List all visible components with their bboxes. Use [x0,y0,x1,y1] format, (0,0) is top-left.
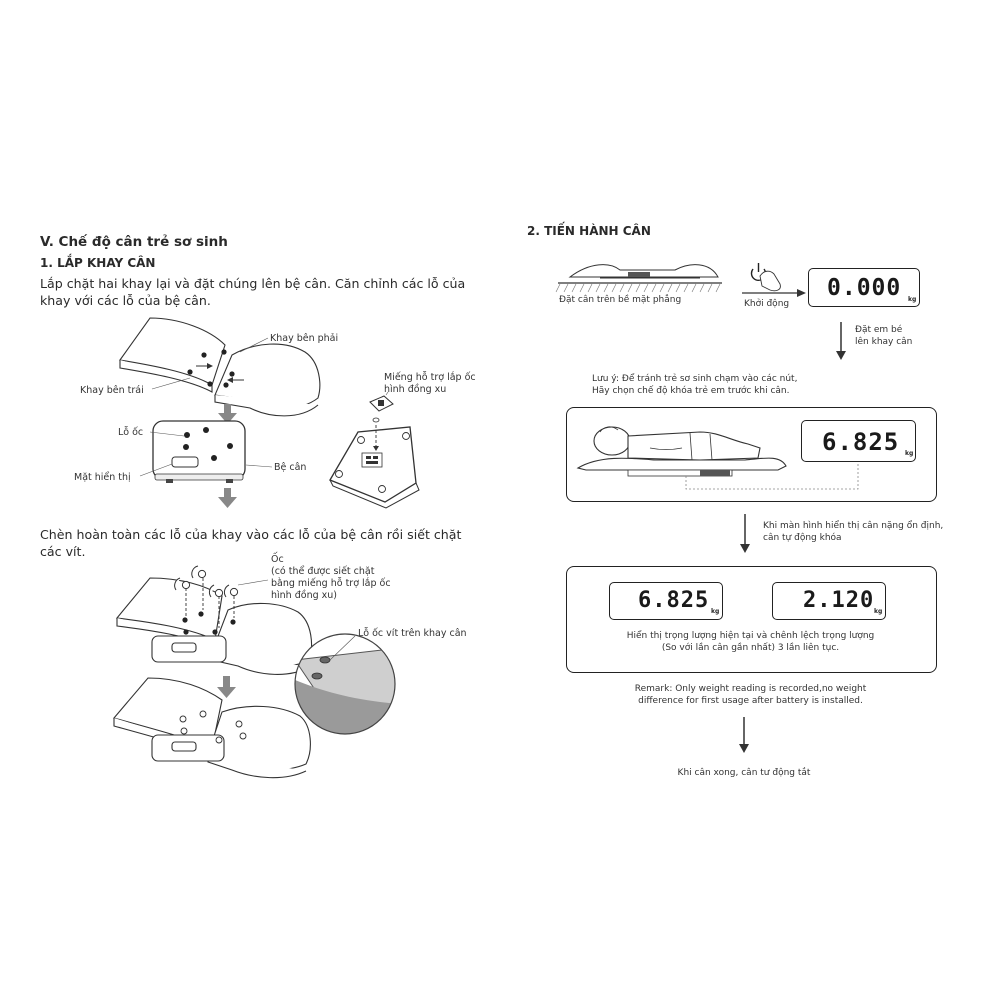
label-coin-tool-line1: Miếng hỗ trợ lắp ốc [384,372,476,383]
step2-title: 2. TIẾN HÀNH CÂN [527,224,651,238]
screw-icons [174,565,239,598]
lcd-display-locked-diff: 2.120 kg [772,582,886,620]
step1-paragraph-line2: khay với các lỗ của bệ cân. [40,293,211,308]
lcd-value-initial: 0.000 [827,275,902,301]
lcd-value-locked-diff: 2.120 [803,588,875,613]
label-auto-lock-line1: Khi màn hình hiển thị cân nặng ổn định, [763,521,944,531]
remark-line1: Remark: Only weight reading is recorded,… [634,684,867,694]
locked-display-box [566,566,937,673]
label-tray-screw-hole: Lỗ ốc vít trên khay cân [358,628,467,639]
lcd-unit-weighing: kg [905,450,914,457]
label-place-baby-line2: lên khay cân [855,337,913,347]
down-arrow-2 [218,488,237,508]
label-power-on: Khởi động [744,299,790,309]
screwing-assembly-drawing [115,577,312,675]
label-auto-off: Khi cân xong, cân tư động tắt [677,768,811,778]
lcd-value-weighing: 6.825 [822,428,900,456]
lcd-display-weighing: 6.825 kg [801,420,916,462]
label-right-tray: Khay bên phải [270,333,339,344]
label-show-weight-line2: (So với lần cân gần nhất) 3 lần liên tục… [661,643,840,653]
final-assembly-drawing [113,677,311,779]
left-tray-drawing [119,317,226,393]
label-base: Bệ cân [274,462,307,473]
step1-title: 1. LẮP KHAY CÂN [40,256,156,270]
lcd-display-initial: 0.000 kg [808,268,920,307]
zoom-detail-drawing [294,633,396,735]
section-title: V. Chế độ cân trẻ sơ sinh [40,234,228,250]
label-auto-lock-line2: cân tự động khóa [763,533,842,543]
label-screw-title: Ốc [271,554,284,565]
label-display: Mặt hiển thị [74,472,131,483]
label-screw-hole: Lỗ ốc [118,427,144,438]
label-show-weight-line1: Hiển thị trọng lượng hiện tại và chênh l… [626,631,875,641]
lcd-display-locked-current: 6.825 kg [609,582,723,620]
label-screw-line1: (có thể được siết chặt [271,566,375,577]
down-arrow-1 [218,404,237,424]
coin-tool-drawing [369,395,394,451]
lcd-unit-locked-current: kg [711,608,720,615]
lcd-unit-locked-diff: kg [874,608,883,615]
label-place-baby-line1: Đặt em bé [855,325,903,335]
note-line2: Hãy chọn chế độ khóa trẻ em trước khi câ… [592,386,790,396]
label-flat-surface: Đặt cân trên bề mặt phẳng [559,295,682,305]
lcd-value-locked-current: 6.825 [638,588,710,613]
step1-paragraph-line1: Lắp chặt hai khay lại và đặt chúng lên b… [40,276,466,291]
baby-weighing-box [566,407,937,502]
baby-on-scale-drawing [576,426,787,477]
lcd-unit-initial: kg [908,296,917,303]
flat-surface-drawing [555,264,722,293]
scale-base-drawing [152,420,246,483]
step1-paragraph2-line1: Chèn hoàn toàn các lỗ của khay vào các l… [40,527,462,542]
right-tray-drawing [214,343,321,417]
label-screw-line3: hình đồng xu) [271,590,337,601]
scale-base-back-drawing [329,426,420,509]
label-screw-line2: bằng miếng hỗ trợ lắp ốc [271,578,391,589]
remark-line2: difference for first usage after battery… [638,696,863,706]
note-line1: Lưu ý: Để tránh trẻ sơ sinh chạm vào các… [592,374,798,384]
tray-holes [187,349,235,388]
step1-paragraph2-line2: các vít. [40,544,86,559]
down-arrow-3 [217,676,236,698]
hand-icon [759,270,781,292]
label-coin-tool-line2: hình đồng xu [384,384,447,395]
label-left-tray: Khay bên trái [80,385,144,396]
